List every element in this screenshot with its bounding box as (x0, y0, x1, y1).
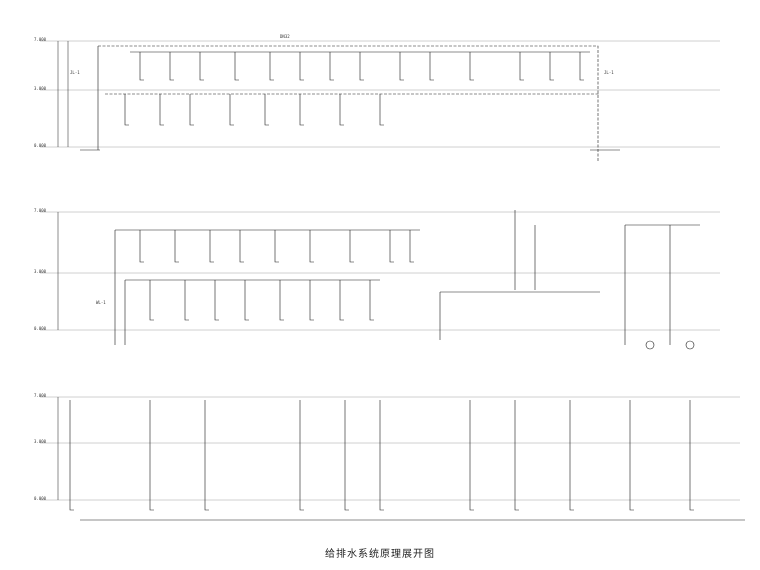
pipe-drop (309, 230, 314, 263)
pipe-drop (244, 280, 249, 321)
pipe-drop (299, 52, 304, 81)
pipe-drop (359, 52, 364, 81)
pipe-drop (579, 52, 584, 81)
pipe-drop (429, 52, 434, 81)
pipe-drop (519, 52, 524, 81)
pipe-drop (379, 400, 384, 511)
level-label: 7.000 (34, 37, 47, 42)
pipe-drop (629, 400, 634, 511)
pipe-drop (274, 230, 279, 263)
pipe-drop (409, 230, 414, 263)
pipe-drop (264, 94, 269, 126)
pipe-drop (379, 94, 384, 126)
pipe-drop (234, 52, 239, 81)
pipe-drop (204, 400, 209, 511)
pipe-drop (469, 400, 474, 511)
section-three (40, 396, 745, 521)
level-label: 7.000 (34, 208, 47, 213)
pipe-drop (149, 280, 154, 321)
level-label: 3.000 (34, 86, 47, 91)
pipe-drop (344, 400, 349, 511)
pipe-drop (214, 280, 219, 321)
pipe-drop (309, 280, 314, 321)
pipe-drop (689, 400, 694, 511)
pipe-drop (149, 400, 154, 511)
pipe-drop (159, 94, 164, 126)
pipe-drop (389, 230, 394, 263)
pipe-drop (569, 400, 574, 511)
pipe-drop (199, 52, 204, 81)
pipe-drop (339, 280, 344, 321)
pipe-drop (349, 230, 354, 263)
pipe-drop (299, 94, 304, 126)
pipe-drop (124, 94, 129, 126)
level-label: 0.000 (34, 326, 47, 331)
pipe-drop (139, 230, 144, 263)
pipe-drop (169, 52, 174, 81)
pipe-tag: JL-1 (604, 70, 614, 75)
pipe-drop (184, 280, 189, 321)
pipe-tag: JL-1 (70, 70, 80, 75)
pipe-drop (399, 52, 404, 81)
pipe-drop (139, 52, 144, 81)
pipe-drop (209, 230, 214, 263)
pipe-drop (469, 52, 474, 81)
section-two (40, 210, 720, 350)
pipe-drop (189, 94, 194, 126)
pipe-drop (299, 400, 304, 511)
pipe-drop (269, 52, 274, 81)
pipe-drop (69, 400, 74, 511)
level-label: 3.000 (34, 269, 47, 274)
level-label: 3.000 (34, 439, 47, 444)
level-label: 0.000 (34, 496, 47, 501)
pipe-drop (174, 230, 179, 263)
pipe-drop (339, 94, 344, 126)
pipe-drop (514, 400, 519, 511)
pipe-drop (229, 94, 234, 126)
drawing-title: 给排水系统原理展开图 (325, 549, 435, 560)
pipe-drop (239, 230, 244, 263)
level-label: 0.000 (34, 143, 47, 148)
pipe-drop (329, 52, 334, 81)
pipe-tag: WL-1 (96, 300, 106, 305)
pipe-drop (369, 280, 374, 321)
section-one (40, 40, 720, 162)
pipe-drop (549, 52, 554, 81)
pipe-tag: DN32 (280, 34, 290, 39)
level-label: 7.000 (34, 393, 47, 398)
pipe-drop (279, 280, 284, 321)
